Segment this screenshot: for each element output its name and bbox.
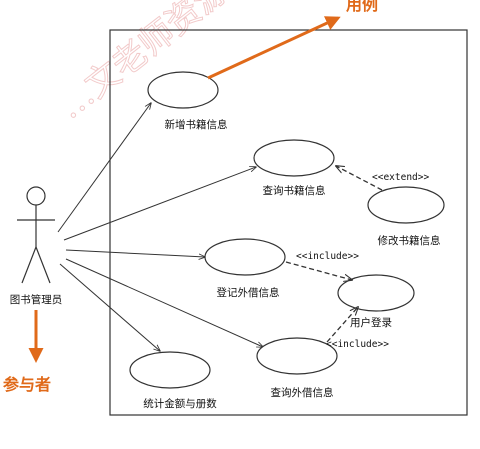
use-case-label-modify: 修改书籍信息: [378, 234, 441, 247]
use-cases: [129, 71, 445, 389]
use-case-register: [204, 238, 286, 276]
assoc-query-loan: [65, 258, 263, 347]
actor-head: [26, 186, 46, 206]
use-case-label-stats: 统计金额与册数: [143, 397, 217, 410]
actor-left-leg: [21, 246, 37, 284]
assoc-add: [57, 103, 151, 233]
use-case-label-query-book: 查询书籍信息: [263, 184, 326, 197]
associations: [57, 103, 263, 351]
use-case-login: [337, 274, 415, 312]
extend-arrow: [336, 166, 383, 191]
include-arrow-register-login: [285, 261, 352, 280]
use-case-callout-arrow: [207, 16, 341, 80]
actor-right-leg: [35, 246, 51, 284]
use-case-add: [147, 71, 219, 109]
actor-figure: [17, 186, 55, 284]
assoc-stats: [59, 263, 160, 351]
actor-name: 图书管理员: [10, 293, 63, 306]
use-case-label-add: 新增书籍信息: [165, 118, 228, 131]
use-case-modify: [367, 186, 445, 224]
use-case-callout-label: 用例: [346, 0, 378, 14]
use-case-label-login: 用户登录: [350, 316, 392, 329]
use-case-label-register: 登记外借信息: [217, 286, 280, 299]
use-case-stats: [129, 351, 211, 389]
include-stereotype-1: <<include>>: [296, 251, 359, 262]
watermark: …文老师资源: [51, 0, 236, 127]
assoc-register: [65, 249, 205, 257]
use-case-query-book: [253, 139, 335, 177]
use-case-label-query-loan: 查询外借信息: [271, 386, 334, 399]
actor-callout-label: 参与者: [3, 375, 51, 394]
extend-stereotype: <<extend>>: [372, 172, 429, 183]
dependencies: [285, 166, 383, 343]
assoc-query-book: [63, 167, 256, 241]
use-case-query-loan: [256, 337, 338, 375]
include-stereotype-2: <<include>>: [326, 339, 389, 350]
